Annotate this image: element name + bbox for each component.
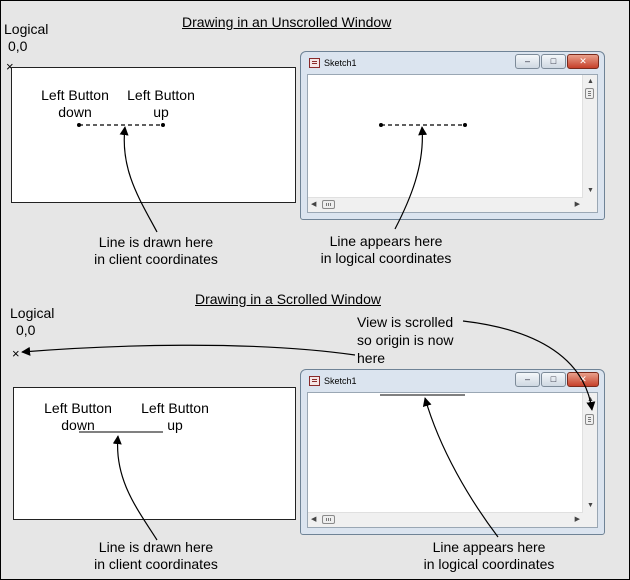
bottom-button-down-label: Left Button down — [37, 400, 119, 434]
top-button-down-line2: down — [58, 104, 92, 120]
top-button-up-line1: Left Button — [127, 87, 195, 103]
top-horizontal-thumb[interactable] — [322, 200, 335, 209]
scroll-right-icon[interactable]: ▶ — [574, 201, 580, 208]
scroll-right-icon[interactable]: ▶ — [574, 516, 580, 523]
bottom-window-controls: – □ ✕ — [515, 372, 599, 387]
scroll-note-line1: View is scrolled — [357, 314, 454, 330]
bottom-origin-label: Logical — [10, 305, 55, 321]
scroll-down-icon[interactable]: ▼ — [587, 502, 594, 509]
top-button-up-line2: up — [153, 104, 169, 120]
app-icon — [309, 58, 320, 68]
top-window-controls: – □ ✕ — [515, 54, 599, 69]
top-vertical-thumb[interactable] — [585, 88, 594, 99]
top-logical-caption-line2: in logical coordinates — [320, 250, 452, 266]
top-logical-caption: Line appears here in logical coordinates — [306, 233, 466, 267]
scroll-up-icon[interactable]: ▲ — [587, 396, 594, 403]
top-button-up-label: Left Button up — [120, 87, 202, 121]
bottom-logical-caption: Line appears here in logical coordinates — [409, 539, 569, 573]
bottom-client-caption-line2: in client coordinates — [94, 556, 218, 572]
size-grip[interactable] — [583, 513, 597, 527]
bottom-button-down-line2: down — [61, 417, 95, 433]
bottom-vertical-thumb[interactable] — [585, 414, 594, 425]
maximize-button[interactable]: □ — [541, 54, 566, 69]
minimize-button[interactable]: – — [515, 372, 540, 387]
top-client-caption-line2: in client coordinates — [94, 251, 218, 267]
bottom-logical-caption-line2: in logical coordinates — [423, 556, 555, 572]
close-button[interactable]: ✕ — [567, 54, 599, 69]
bottom-sketch-window[interactable]: Sketch1 – □ ✕ ▲ ▼ ◀ ▶ — [300, 369, 605, 535]
top-client-caption: Line is drawn here in client coordinates — [76, 234, 236, 268]
scroll-note-line2: so origin is now — [357, 332, 454, 348]
bottom-horizontal-scrollbar[interactable]: ◀ ▶ — [308, 512, 583, 527]
bottom-button-up-label: Left Button up — [134, 400, 216, 434]
top-window-title: Sketch1 — [324, 58, 357, 68]
scroll-left-icon[interactable]: ◀ — [311, 201, 317, 208]
bottom-client-caption-line1: Line is drawn here — [98, 539, 214, 555]
scroll-note-line3: here — [357, 350, 386, 366]
top-horizontal-scrollbar[interactable]: ◀ ▶ — [308, 197, 583, 212]
maximize-button[interactable]: □ — [541, 372, 566, 387]
heading-scrolled: Drawing in a Scrolled Window — [195, 291, 381, 307]
scroll-left-icon[interactable]: ◀ — [311, 516, 317, 523]
minimize-button[interactable]: – — [515, 54, 540, 69]
top-window-titlebar[interactable]: Sketch1 — [309, 52, 520, 74]
bottom-logical-caption-line1: Line appears here — [432, 539, 546, 555]
bottom-origin-coords: 0,0 — [16, 322, 36, 338]
scroll-down-icon[interactable]: ▼ — [587, 187, 594, 194]
bottom-horizontal-thumb[interactable] — [322, 515, 335, 524]
top-vertical-scrollbar[interactable]: ▲ ▼ — [582, 75, 597, 198]
bottom-origin-marker: × — [12, 346, 20, 361]
bottom-button-up-line2: up — [167, 417, 183, 433]
bottom-button-down-line1: Left Button — [44, 400, 112, 416]
top-logical-caption-line1: Line appears here — [329, 233, 443, 249]
top-button-down-label: Left Button down — [34, 87, 116, 121]
top-sketch-window[interactable]: Sketch1 – □ ✕ ▲ ▼ ◀ ▶ — [300, 51, 605, 220]
top-window-client[interactable]: ▲ ▼ ◀ ▶ — [307, 74, 598, 213]
bottom-window-titlebar[interactable]: Sketch1 — [309, 370, 520, 392]
top-client-caption-line1: Line is drawn here — [98, 234, 214, 250]
bottom-window-title: Sketch1 — [324, 376, 357, 386]
top-origin-label: Logical — [4, 21, 49, 37]
size-grip[interactable] — [583, 198, 597, 212]
scroll-up-icon[interactable]: ▲ — [587, 78, 594, 85]
bottom-client-caption: Line is drawn here in client coordinates — [76, 539, 236, 573]
bottom-vertical-scrollbar[interactable]: ▲ ▼ — [582, 393, 597, 513]
scroll-note: View is scrolled so origin is now here — [357, 313, 454, 367]
app-icon — [309, 376, 320, 386]
heading-unscrolled: Drawing in an Unscrolled Window — [182, 14, 392, 30]
top-origin-coords: 0,0 — [8, 38, 28, 54]
bottom-window-client[interactable]: ▲ ▼ ◀ ▶ — [307, 392, 598, 528]
top-origin-marker: × — [6, 59, 14, 74]
top-button-down-line1: Left Button — [41, 87, 109, 103]
bottom-button-up-line1: Left Button — [141, 400, 209, 416]
close-button[interactable]: ✕ — [567, 372, 599, 387]
